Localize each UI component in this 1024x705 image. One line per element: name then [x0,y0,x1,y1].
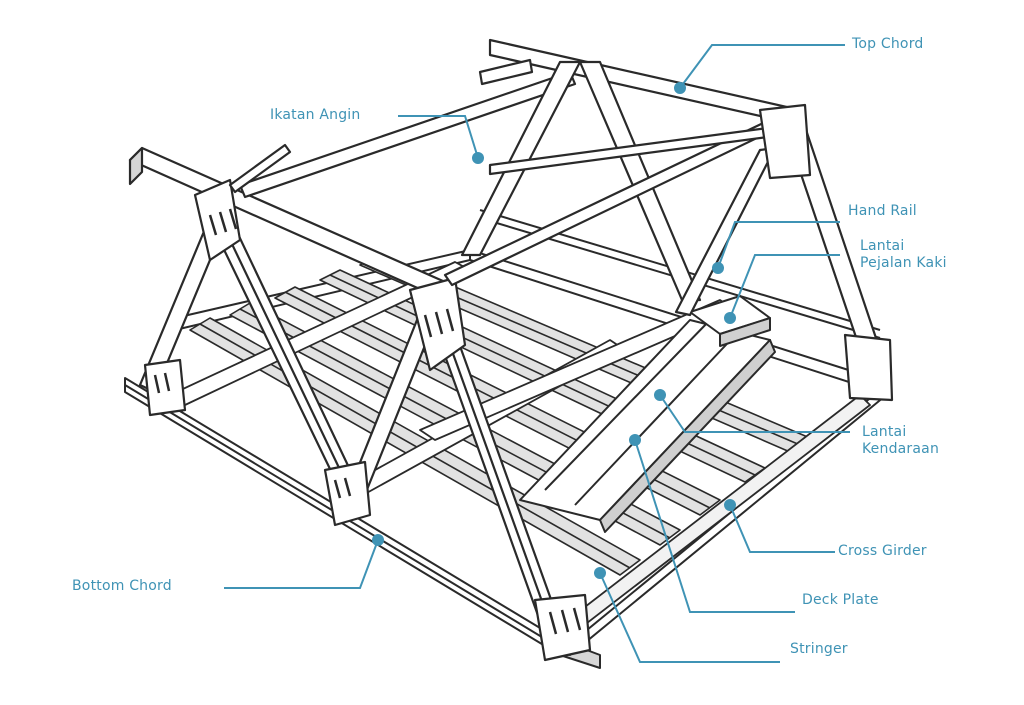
label-lantai-kendaraan-line1: Lantai [862,424,907,440]
label-ikatan-angin: Ikatan Angin [270,107,361,123]
label-top-chord: Top Chord [852,36,924,52]
label-lantai-kendaraan-line2: Kendaraan [862,441,940,457]
leader-dots [372,82,736,579]
front-truss [128,146,592,662]
label-bottom-chord: Bottom Chord [72,578,172,594]
label-lantai-pejalan-kaki: Lantai Pejalan Kaki [860,238,947,272]
label-hand-rail: Hand Rail [848,203,917,219]
label-deck-plate: Deck Plate [802,592,879,608]
label-stringer: Stringer [790,641,848,657]
label-lantai-pejalan-line1: Lantai [860,238,905,254]
leader-lines [224,44,850,663]
vehicle-deck [519,319,776,533]
back-truss [228,38,894,402]
label-lantai-pejalan-line2: Pejalan Kaki [860,255,947,271]
label-cross-girder: Cross Girder [838,543,927,559]
label-lantai-kendaraan: Lantai Kendaraan [862,424,939,458]
